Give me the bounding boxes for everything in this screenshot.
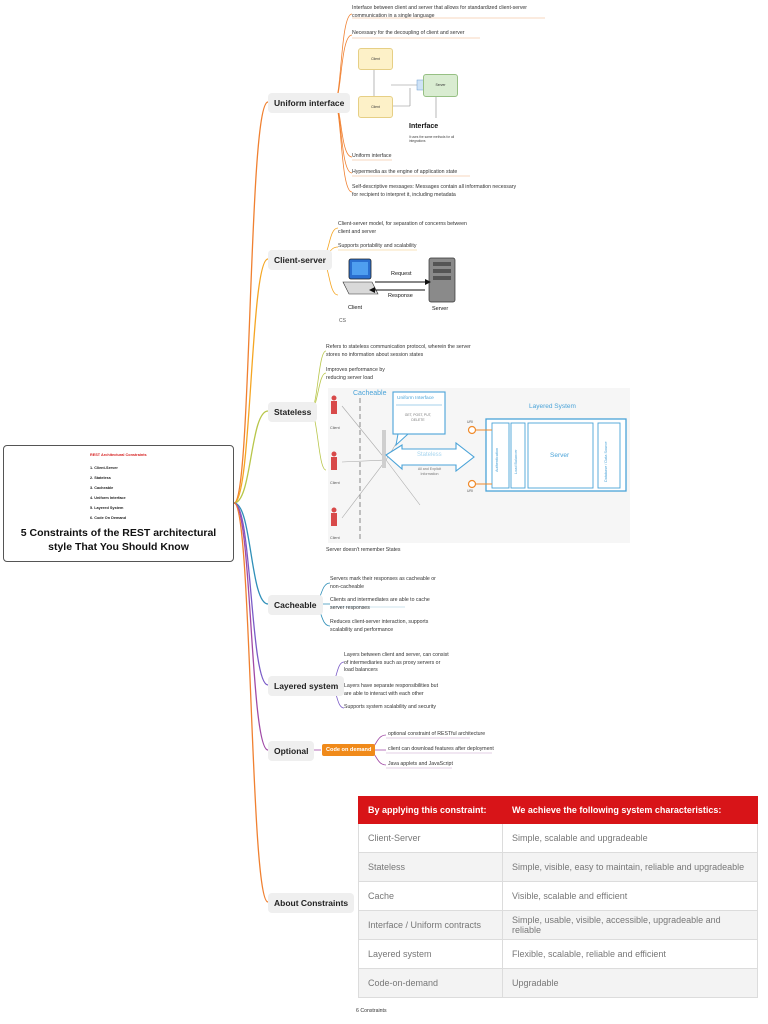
table-cell: Client-Server: [358, 823, 503, 853]
table-cell: Simple, visible, easy to maintain, relia…: [502, 852, 758, 882]
uniform-note-self-descriptive: Self-descriptive messages: Messages cont…: [352, 184, 517, 198]
root-list-item: 4. Uniform Interface: [90, 496, 126, 500]
layered-note-intermediaries: Layers between client and server, can co…: [344, 652, 449, 674]
table-cell: Interface / Uniform contracts: [358, 910, 503, 940]
branch-about-constraints[interactable]: About Constraints: [268, 893, 355, 913]
layered-load-balancer-label: Load Balancer: [514, 449, 518, 475]
table-caption: 6 Constraints: [356, 1008, 387, 1014]
uniform-interface-title: Interface: [409, 123, 439, 130]
stateless-diagram: [328, 388, 630, 543]
cacheable-note-mark: Servers mark their responses as cacheabl…: [330, 576, 436, 590]
cs-server-label: Server: [432, 306, 449, 312]
table-row: Cache Visible, scalable and efficient: [358, 881, 758, 911]
table-row: Layered system Flexible, scalable, relia…: [358, 939, 758, 969]
cacheable-note-clients: Clients and intermediates are able to ca…: [330, 597, 430, 611]
root-list-item: 5. Layered System: [90, 506, 124, 510]
stateless-note-performance: Improves performance by reducing server …: [326, 367, 385, 381]
optional-note-java: Java applets and JavaScript: [388, 761, 453, 767]
client-server-note-model: Client-server model, for separation of c…: [338, 221, 467, 235]
stateless-cacheable-label: Cacheable: [353, 390, 387, 397]
table-cell: Visible, scalable and efficient: [502, 881, 758, 911]
stateless-client-1-label: Client: [330, 426, 340, 430]
table-header-characteristics: We achieve the following system characte…: [502, 796, 758, 824]
table-cell: Flexible, scalable, reliable and efficie…: [502, 939, 758, 969]
root-list-title: REST Architectural Constraints: [90, 453, 147, 457]
code-on-demand-tag[interactable]: Code on demand: [322, 744, 376, 756]
stateless-uniform-label: Uniform Interface: [397, 396, 434, 401]
table-row: Client-Server Simple, scalable and upgra…: [358, 823, 758, 853]
stateless-client-2-label: Client: [330, 481, 340, 485]
cs-response-label: Response: [388, 293, 413, 299]
stateless-arrow-label: Stateless: [417, 452, 442, 458]
optional-note-constraint: optional constraint of RESTful architect…: [388, 731, 486, 737]
stateless-methods-label: GET, POST, PUT, DELETE: [404, 413, 432, 423]
layered-server-label: Server: [550, 452, 570, 459]
uniform-note-definition: Interface between client and server that…: [352, 5, 528, 19]
client-server-diagram: [342, 257, 456, 303]
table-cell: Simple, scalable and upgradeable: [502, 823, 758, 853]
root-node[interactable]: REST Architectural Constraints 1. Client…: [3, 445, 234, 562]
cs-client-label: Client: [348, 305, 363, 311]
uniform-client-top-box: Client: [358, 48, 393, 70]
table-cell: Stateless: [358, 852, 503, 882]
root-title: 5 Constraints of the REST architectural …: [20, 527, 217, 554]
root-list-item: 1. Client-Server: [90, 466, 118, 470]
table-row: Stateless Simple, visible, easy to maint…: [358, 852, 758, 882]
layered-note-responsibilities: Layers have separate responsibilities bu…: [344, 683, 439, 697]
branch-optional[interactable]: Optional: [268, 741, 315, 761]
stateless-note-no-states: Server doesn't remember States: [326, 547, 401, 553]
table-cell: Upgradable: [502, 968, 758, 998]
stateless-note-protocol: Refers to stateless communication protoc…: [326, 344, 471, 358]
table-cell: Code-on-demand: [358, 968, 503, 998]
table-row: Interface / Uniform contracts Simple, us…: [358, 910, 758, 940]
table-row: Code-on-demand Upgradable: [358, 968, 758, 998]
uniform-client-bottom-box: Client: [358, 96, 393, 118]
root-list-item: 3. Cacheable: [90, 486, 114, 490]
branch-client-server[interactable]: Client-server: [268, 250, 332, 270]
uniform-server-box: Server: [423, 74, 458, 97]
layered-uri-top-label: URI: [467, 420, 473, 424]
uniform-note-hypermedia: Hypermedia as the engine of application …: [352, 169, 458, 175]
table-header-row: By applying this constraint: We achieve …: [358, 796, 758, 824]
table-cell: Cache: [358, 881, 503, 911]
branch-uniform-interface[interactable]: Uniform interface: [268, 93, 351, 113]
layered-system-label: Layered System: [529, 403, 576, 410]
uniform-interface-diagram: [373, 67, 437, 118]
cacheable-note-reduces: Reduces client-server interaction, suppo…: [330, 619, 429, 633]
optional-note-download: client can download features after deplo…: [388, 746, 494, 752]
stateless-client-3-label: Client: [330, 536, 340, 540]
constraints-table: By applying this constraint: We achieve …: [358, 796, 758, 998]
table-header-constraint: By applying this constraint:: [358, 796, 503, 824]
layered-authentication-label: Authentication: [495, 447, 499, 472]
table-cell: Simple, usable, visible, accessible, upg…: [502, 910, 758, 940]
layered-database-label: Database / Data Source: [604, 441, 608, 482]
uniform-note-label: Uniform interface: [352, 153, 392, 159]
uniform-note-decoupling: Necessary for the decoupling of client a…: [352, 30, 465, 36]
root-list-item: 6. Code On Demand: [90, 516, 127, 520]
branch-stateless[interactable]: Stateless: [268, 402, 318, 422]
uniform-interface-desc: It uses the same methods for all integra…: [409, 135, 455, 144]
root-constraint-list: 1. Client-Server 2. Stateless 3. Cacheab…: [90, 463, 126, 523]
client-server-note-portability: Supports portability and scalability: [338, 243, 417, 249]
table-cell: Layered system: [358, 939, 503, 969]
layered-note-scalability: Supports system scalability and security: [344, 704, 436, 710]
layered-uri-bottom-label: URI: [467, 489, 473, 493]
branch-cacheable[interactable]: Cacheable: [268, 595, 323, 615]
cs-caption: CS: [339, 318, 346, 324]
root-list-item: 2. Stateless: [90, 476, 111, 480]
stateless-explicit-label: All and Explicit Information: [417, 467, 442, 477]
cs-request-label: Request: [391, 271, 412, 277]
branch-layered-system[interactable]: Layered system: [268, 676, 345, 696]
